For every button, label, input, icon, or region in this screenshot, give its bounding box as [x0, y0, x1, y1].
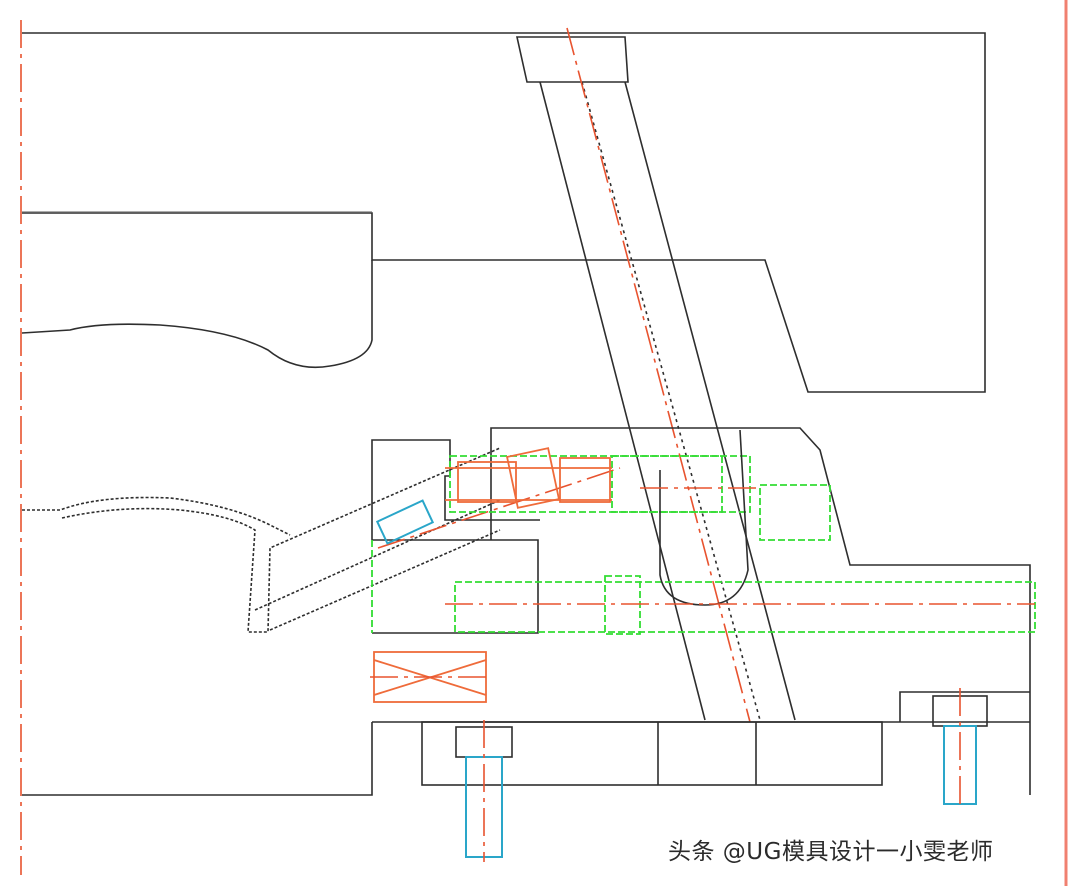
- molded-part: [22, 447, 501, 633]
- lifter-tip-screw: [375, 499, 435, 545]
- slider-block: [371, 427, 1031, 722]
- bottom-plate: [22, 691, 1031, 796]
- angle-pin: [516, 27, 796, 723]
- lifter-centerline: [377, 467, 621, 549]
- bolt-left: [455, 720, 513, 862]
- hidden-guide-assembly: [371, 429, 1036, 635]
- lifter-head: [445, 447, 612, 509]
- angle-pin-centerline: [566, 27, 751, 723]
- cavity-insert: [21, 260, 373, 369]
- bolt-right: [932, 688, 988, 808]
- watermark-text: 头条 @UG模具设计一小雯老师: [668, 839, 994, 865]
- spring: [370, 651, 490, 703]
- top-plate: [22, 32, 986, 393]
